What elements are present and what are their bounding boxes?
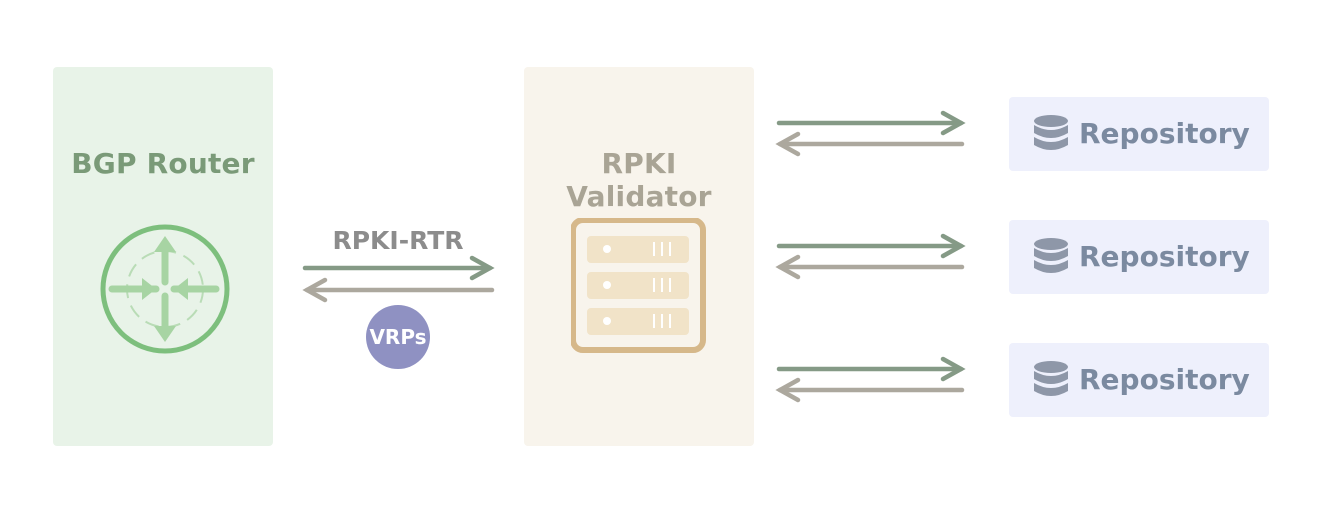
database-icon bbox=[1033, 238, 1069, 278]
repository-box-3: Repository bbox=[1009, 343, 1269, 417]
database-icon bbox=[1033, 361, 1069, 401]
repo-3-back-arrow bbox=[775, 377, 965, 403]
repo-2-back-arrow bbox=[775, 254, 965, 280]
rpki-validator-title: RPKI Validator bbox=[566, 147, 712, 213]
repo-1-forward-arrow bbox=[776, 110, 966, 136]
rtr-back-arrow bbox=[302, 277, 495, 303]
bgp-router-title: BGP Router bbox=[71, 147, 255, 180]
bgp-router-panel: BGP Router bbox=[53, 67, 273, 446]
rpki-rtr-label: RPKI-RTR bbox=[332, 226, 464, 255]
repo-2-forward-arrow bbox=[776, 233, 966, 259]
rtr-forward-arrow bbox=[302, 255, 495, 281]
server-icon bbox=[570, 217, 709, 356]
repository-label: Repository bbox=[1079, 117, 1250, 150]
repository-label: Repository bbox=[1079, 363, 1250, 396]
repository-box-1: Repository bbox=[1009, 97, 1269, 171]
repository-label: Repository bbox=[1079, 240, 1250, 273]
repo-3-forward-arrow bbox=[776, 356, 966, 382]
repository-box-2: Repository bbox=[1009, 220, 1269, 294]
database-icon bbox=[1033, 115, 1069, 155]
rpki-validator-panel: RPKI Validator bbox=[524, 67, 754, 446]
vrps-badge: VRPs bbox=[366, 305, 430, 369]
repo-1-back-arrow bbox=[775, 131, 965, 157]
router-icon bbox=[98, 222, 232, 356]
